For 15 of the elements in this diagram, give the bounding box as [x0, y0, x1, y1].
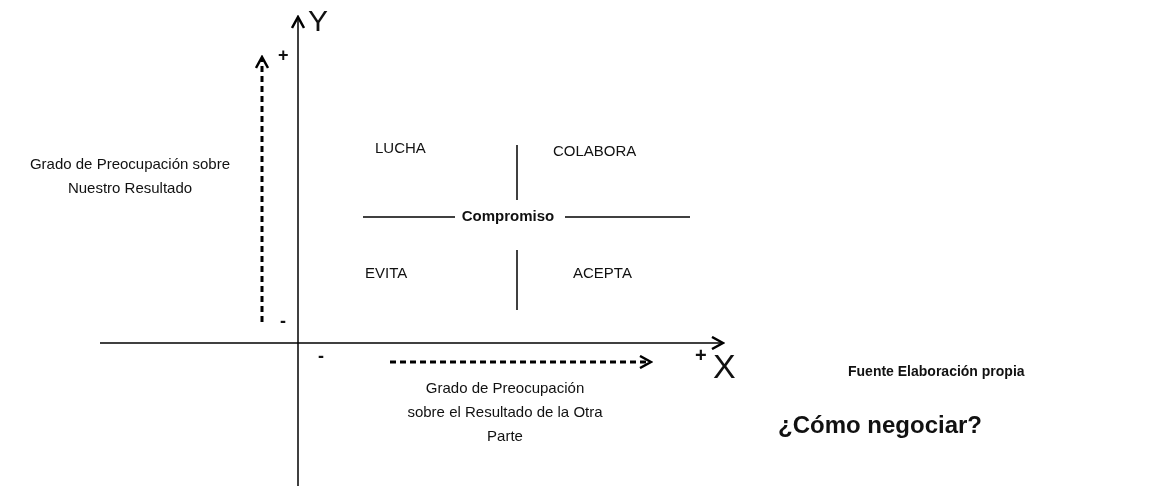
sign-label: - — [318, 345, 324, 368]
source-note: Fuente Elaboración propia — [848, 363, 1025, 381]
quadrant-label: LUCHA — [375, 139, 426, 158]
sign-label: - — [280, 310, 286, 333]
quadrant-label: ACEPTA — [573, 264, 632, 283]
sign-label: + — [695, 343, 707, 368]
sign-label: + — [278, 44, 289, 67]
axis-label: X — [713, 346, 736, 387]
caption: ¿Cómo negociar? — [778, 410, 982, 440]
quadrant-label: COLABORA — [553, 142, 637, 161]
center-label: Compromiso — [460, 207, 556, 226]
axis-label: Y — [308, 3, 328, 39]
axis-description: Grado de Preocupación sobre Nuestro Resultado — [28, 154, 232, 198]
quadrant-label: EVITA — [365, 264, 408, 283]
axis-description: Grado de Preocupación sobre el Resultado de la Otra Parte — [406, 378, 604, 446]
